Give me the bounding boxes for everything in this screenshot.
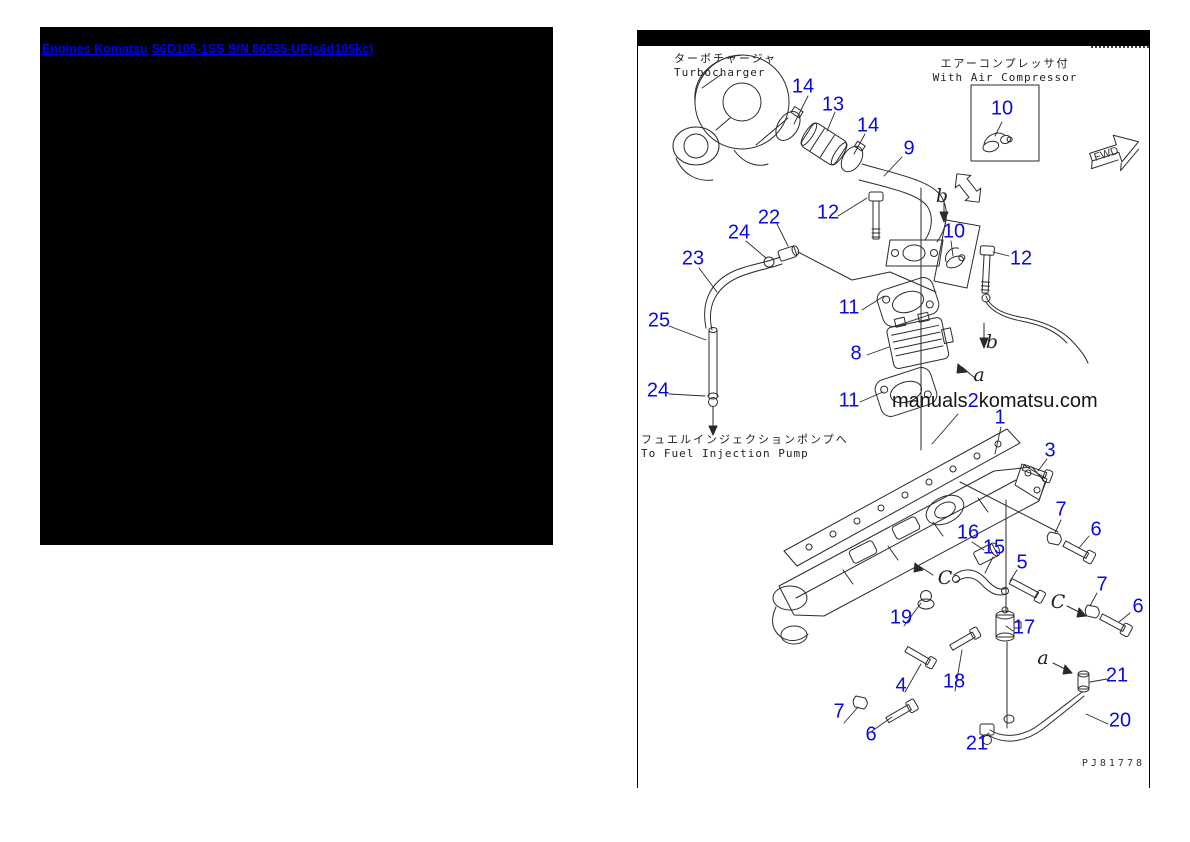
part-callout-18: 18 xyxy=(942,670,966,693)
manifold-drawing xyxy=(773,429,1058,644)
part-callout-19: 19 xyxy=(889,606,913,629)
part-callout-10: 10 xyxy=(942,220,966,243)
small-parts-drawing xyxy=(853,462,1133,745)
breadcrumb-link-model[interactable]: S6D105-1SS S/N 86535-UP(s6d105kc) xyxy=(151,42,374,56)
part-callout-11: 11 xyxy=(838,296,860,319)
air-tube-drawing xyxy=(705,245,936,435)
part-callout-11: 11 xyxy=(838,389,860,412)
banjo-pipe-drawing xyxy=(982,294,1088,363)
elbow-10-lower xyxy=(934,220,980,288)
label-fuel-injection-pump: フュエルインジェクションポンプへ To Fuel Injection Pump xyxy=(641,433,849,461)
watermark-post: komatsu.com xyxy=(978,390,1098,412)
part-callout-7: 7 xyxy=(833,700,845,723)
part-callout-24: 24 xyxy=(646,379,670,402)
parts-diagram-drawing: FWD xyxy=(638,30,1149,788)
part-callout-22: 22 xyxy=(757,206,781,229)
gasket-11-upper xyxy=(875,275,942,329)
label-fuel-injection-pump-en: To Fuel Injection Pump xyxy=(641,447,809,460)
part-callout-10: 10 xyxy=(990,97,1014,120)
part-callout-6: 6 xyxy=(865,723,877,746)
label-air-compressor: エアーコンプレッサ付 With Air Compressor xyxy=(910,57,1100,85)
part-callout-25: 25 xyxy=(647,309,671,332)
ref-letter-b: b xyxy=(935,185,949,207)
drawing-code: PJ81778 xyxy=(1081,758,1145,769)
bolt-12-left xyxy=(869,192,883,239)
part-callout-21: 21 xyxy=(965,732,989,755)
connector-8-drawing xyxy=(885,308,957,369)
ref-letter-a: a xyxy=(1037,647,1049,669)
part-callout-14: 14 xyxy=(856,114,880,137)
air-compressor-box xyxy=(949,85,1039,208)
part-callout-5: 5 xyxy=(1016,551,1028,574)
ref-letter-b: b xyxy=(985,331,999,353)
turbocharger-drawing xyxy=(673,55,789,180)
part-callout-4: 4 xyxy=(895,674,907,697)
part-callout-6: 6 xyxy=(1132,595,1144,618)
part-callout-23: 23 xyxy=(681,247,705,270)
ref-letter-C: C xyxy=(1050,591,1066,613)
part-callout-13: 13 xyxy=(821,93,845,116)
part-callout-8: 8 xyxy=(850,342,862,365)
part-callout-9: 9 xyxy=(903,137,915,160)
part-callout-14: 14 xyxy=(791,75,815,98)
diagram-top-bar xyxy=(637,30,1150,46)
label-turbocharger-jp: ターボチャージャ xyxy=(674,52,778,65)
watermark-pre: manuals xyxy=(892,390,968,412)
part-callout-2: 2 xyxy=(967,390,979,412)
part-callout-1: 1 xyxy=(994,406,1006,429)
part-callout-15: 15 xyxy=(982,536,1006,559)
part-callout-12: 12 xyxy=(1009,247,1033,270)
part-callout-3: 3 xyxy=(1044,439,1056,462)
diagram-top-bar-dots xyxy=(1091,46,1149,48)
label-fuel-injection-pump-jp: フュエルインジェクションポンプへ xyxy=(641,433,849,446)
ref-letter-a: a xyxy=(973,364,985,386)
part-callout-21: 21 xyxy=(1105,664,1129,687)
label-air-compressor-en: With Air Compressor xyxy=(932,71,1078,84)
breadcrumb-link-engines[interactable]: Engines Komatsu xyxy=(42,42,148,56)
label-turbocharger: ターボチャージャ Turbocharger xyxy=(674,52,777,80)
part-callout-6: 6 xyxy=(1090,518,1102,541)
part-callout-24: 24 xyxy=(727,221,751,244)
label-turbocharger-en: Turbocharger xyxy=(674,66,766,79)
ref-letter-C: C xyxy=(937,567,953,589)
leader-lines xyxy=(669,96,1130,739)
gasket-11-lower xyxy=(873,365,940,419)
watermark: manuals2komatsu.com xyxy=(892,390,1098,413)
part-callout-7: 7 xyxy=(1055,498,1067,521)
label-air-compressor-jp: エアーコンプレッサ付 xyxy=(940,57,1070,70)
bolt-12-right xyxy=(978,246,994,294)
part-callout-16: 16 xyxy=(956,521,980,544)
part-callout-17: 17 xyxy=(1012,616,1036,639)
part-callout-12: 12 xyxy=(816,201,840,224)
part-callout-7: 7 xyxy=(1096,573,1108,596)
parts-diagram-panel: FWD xyxy=(637,30,1150,788)
part-callout-20: 20 xyxy=(1108,709,1132,732)
